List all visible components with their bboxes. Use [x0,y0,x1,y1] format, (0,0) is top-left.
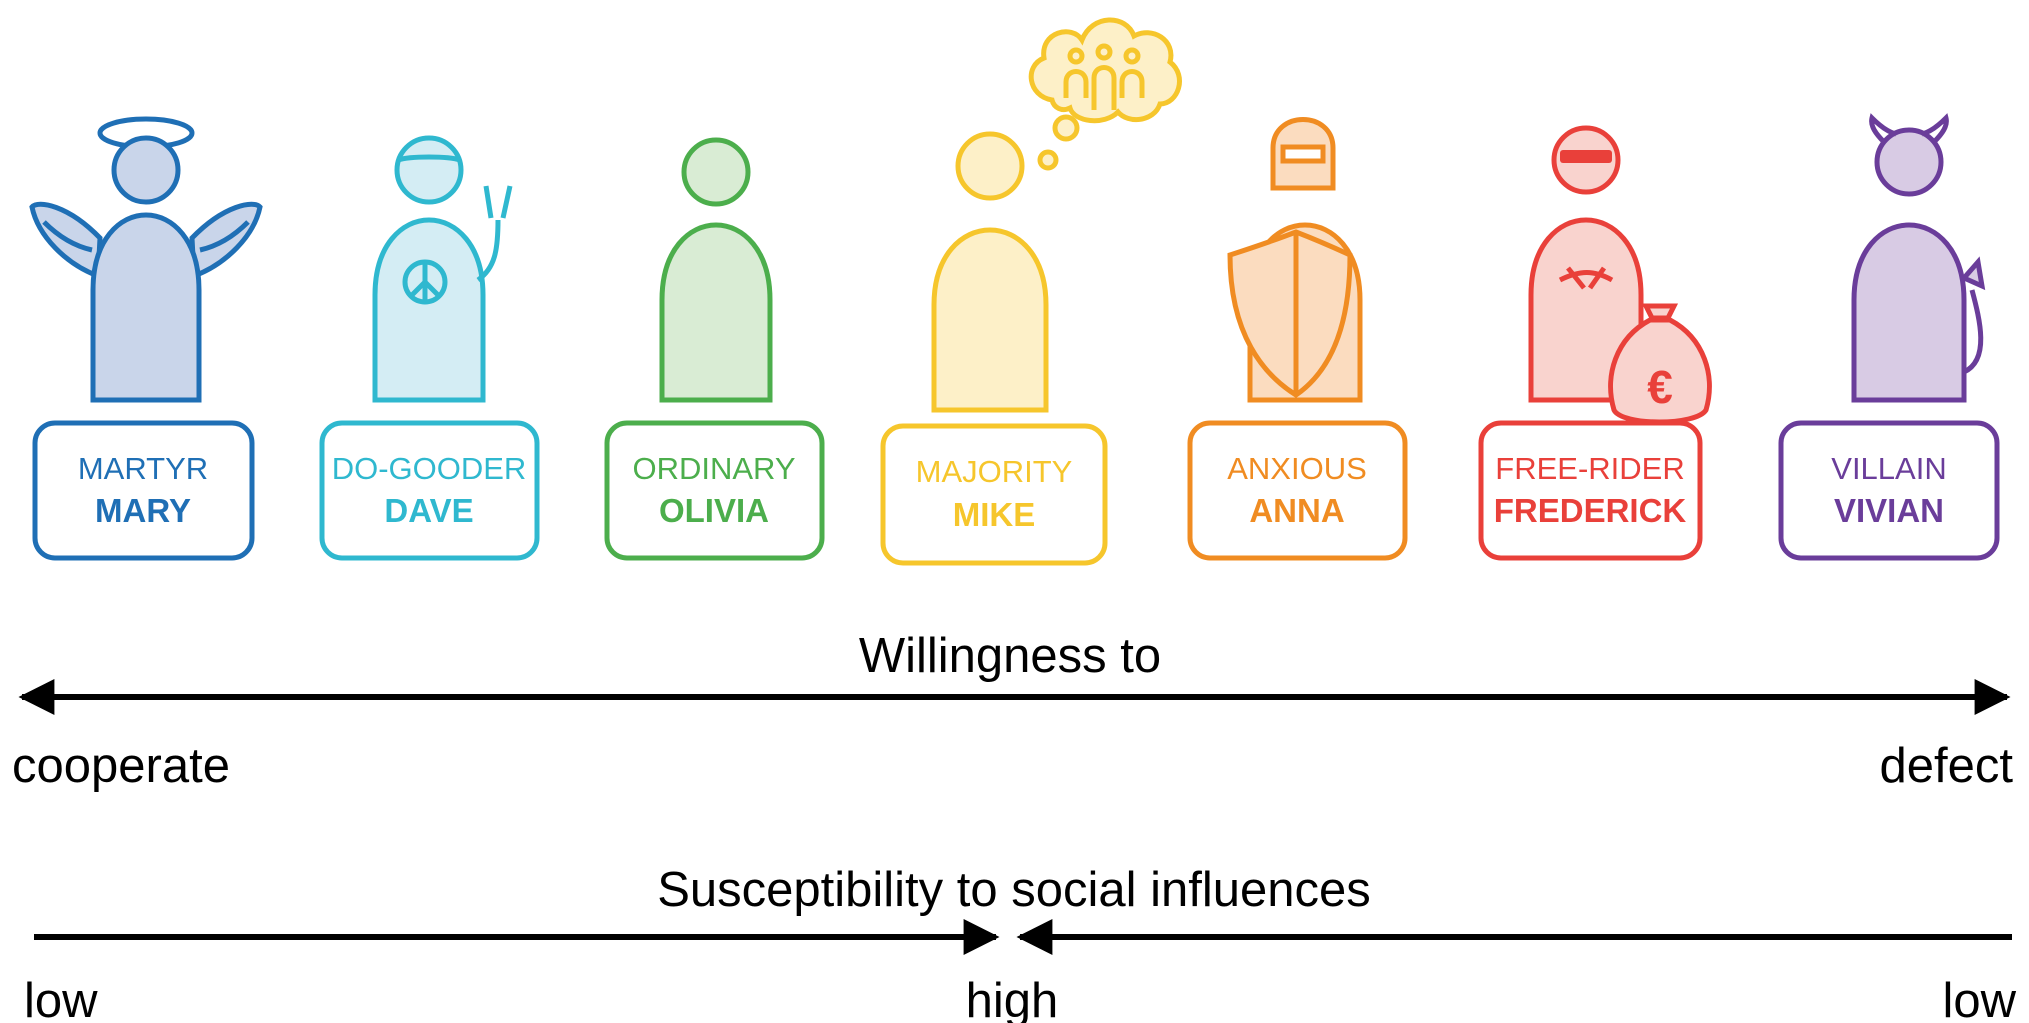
devil-icon [1851,113,1986,403]
character-name-label: OLIVIA [659,492,769,529]
character-ordinary-olivia: ORDINARY OLIVIA [604,137,825,561]
susceptibility-left-label: low [24,974,98,1023]
thought-bubble-icon [1028,17,1182,171]
character-role-label: VILLAIN [1831,451,1946,486]
character-anxious-anna: ANXIOUS ANNA [1187,117,1408,561]
character-role-label: ORDINARY [632,451,795,486]
character-name-label: ANNA [1249,492,1344,529]
susceptibility-center-label: high [966,974,1059,1023]
character-free-rider-frederick: € FREE-RIDER FREDERICK [1478,125,1712,561]
character-role-label: ANXIOUS [1227,451,1367,486]
money-bag-icon: € [1608,303,1712,425]
susceptibility-right-label: low [1942,974,2016,1023]
character-do-gooder-dave: DO-GOODER DAVE [319,135,540,561]
svg-text:€: € [1647,361,1673,413]
willingness-right-label: defect [1880,739,2014,793]
willingness-axis: Willingness to cooperate defect [12,629,2013,793]
character-name-label: FREDERICK [1494,492,1687,529]
character-role-label: DO-GOODER [332,451,527,486]
character-role-label: MAJORITY [916,454,1073,489]
sunglasses-icon [1560,150,1612,163]
character-majority-mike: MAJORITY MIKE [880,17,1182,566]
character-role-label: MARTYR [78,451,208,486]
character-name-label: DAVE [384,492,473,529]
peace-icon [402,259,448,305]
susceptibility-title: Susceptibility to social influences [657,863,1371,917]
character-name-label: MARY [95,492,191,529]
shield-icon [1227,229,1353,398]
character-name-label: MIKE [953,496,1036,533]
character-villain-vivian: VILLAIN VIVIAN [1778,113,2000,561]
willingness-title: Willingness to [859,629,1161,683]
willingness-left-label: cooperate [12,739,230,793]
character-martyr-mary: MARTYR MARY [29,116,263,561]
angel-icon [29,116,263,403]
person-icon [659,137,773,403]
character-role-label: FREE-RIDER [1495,451,1684,486]
susceptibility-axis: Susceptibility to social influences low … [24,863,2017,1023]
character-name-label: VIVIAN [1834,492,1944,529]
